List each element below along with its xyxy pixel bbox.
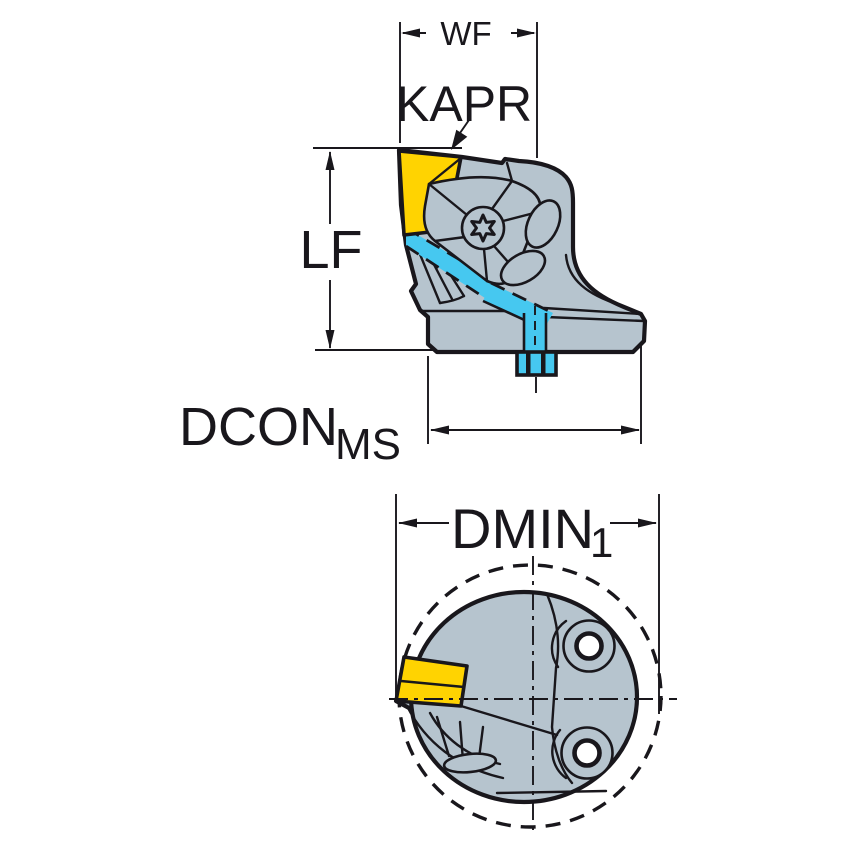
end-view-insert-group <box>394 655 469 708</box>
side-view: WF KAPR LF DCON MS <box>179 15 648 469</box>
stud-thread-line <box>541 352 546 375</box>
dmin-arrow-right <box>638 518 657 528</box>
dcon-arrow-left <box>430 425 449 435</box>
facet-line <box>505 161 514 183</box>
flange-step-line-right <box>542 306 643 316</box>
stud-body <box>515 350 558 377</box>
shank-transition-line <box>564 253 622 307</box>
stud-thread-line <box>526 352 531 375</box>
dim-dcon: DCON MS <box>179 397 640 469</box>
dim-dmin: DMIN 1 <box>398 497 657 566</box>
clamp-lobe-lower <box>499 249 547 287</box>
face-edge-curve <box>545 592 574 785</box>
hole-bore <box>572 738 602 768</box>
hole-boss-arc-upper <box>550 619 568 669</box>
clamp-lobe-upper <box>524 199 562 249</box>
facet-line <box>427 156 463 186</box>
flange-step-line-right-2 <box>544 315 646 323</box>
pocket-line-1 <box>435 715 451 758</box>
coolant-elbow-dash <box>490 281 554 315</box>
end-view-insert <box>394 655 469 708</box>
coolant-duct-upper <box>406 228 499 302</box>
facet-line <box>433 235 467 243</box>
wf-arrow-right <box>517 28 536 38</box>
dmin-label: DMIN <box>451 497 594 560</box>
insert-clamp-area <box>422 156 562 287</box>
mounting-hole-upper <box>562 619 616 673</box>
bottom-chord-line <box>495 789 608 795</box>
dcon-subscript: MS <box>335 420 401 469</box>
clamp-screw <box>460 205 506 251</box>
kapr-arrow <box>451 129 468 150</box>
dcon-label: DCON <box>179 397 338 457</box>
mounting-hole-lower <box>560 726 614 780</box>
pocket-facet-base <box>438 294 466 305</box>
facet-line <box>490 179 514 211</box>
lf-label: LF <box>299 220 362 280</box>
facet-line <box>482 247 489 283</box>
facet-line <box>427 182 469 217</box>
coolant-duct-dash-bottom <box>405 244 492 304</box>
dmin-subscript: 1 <box>590 519 613 566</box>
pocket-curve-1 <box>405 704 505 780</box>
end-view: DMIN 1 <box>389 494 677 836</box>
hole-bore <box>574 631 604 661</box>
dmin-arrow-left <box>398 518 417 528</box>
lf-arrow-top <box>325 151 335 170</box>
kapr-leader-line <box>459 119 470 134</box>
wf-label: WF <box>440 15 491 52</box>
end-view-details <box>405 592 608 795</box>
dim-lf: LF <box>299 151 363 349</box>
wf-arrow-left <box>401 28 420 38</box>
dcon-arrow-right <box>621 425 640 435</box>
coolant-duct-vertical <box>524 313 546 352</box>
kapr-label: KAPR <box>396 76 532 132</box>
coolant-stud <box>515 350 558 393</box>
torx-screw-icon <box>470 213 496 243</box>
dim-kapr: KAPR <box>396 76 532 150</box>
dim-wf: WF <box>401 15 536 52</box>
pocket-oval <box>442 752 498 774</box>
lf-arrow-bottom <box>325 330 335 349</box>
pocket-edge-line <box>459 704 559 737</box>
insert-edge-line <box>399 679 466 689</box>
pocket-facet-1 <box>415 245 442 305</box>
